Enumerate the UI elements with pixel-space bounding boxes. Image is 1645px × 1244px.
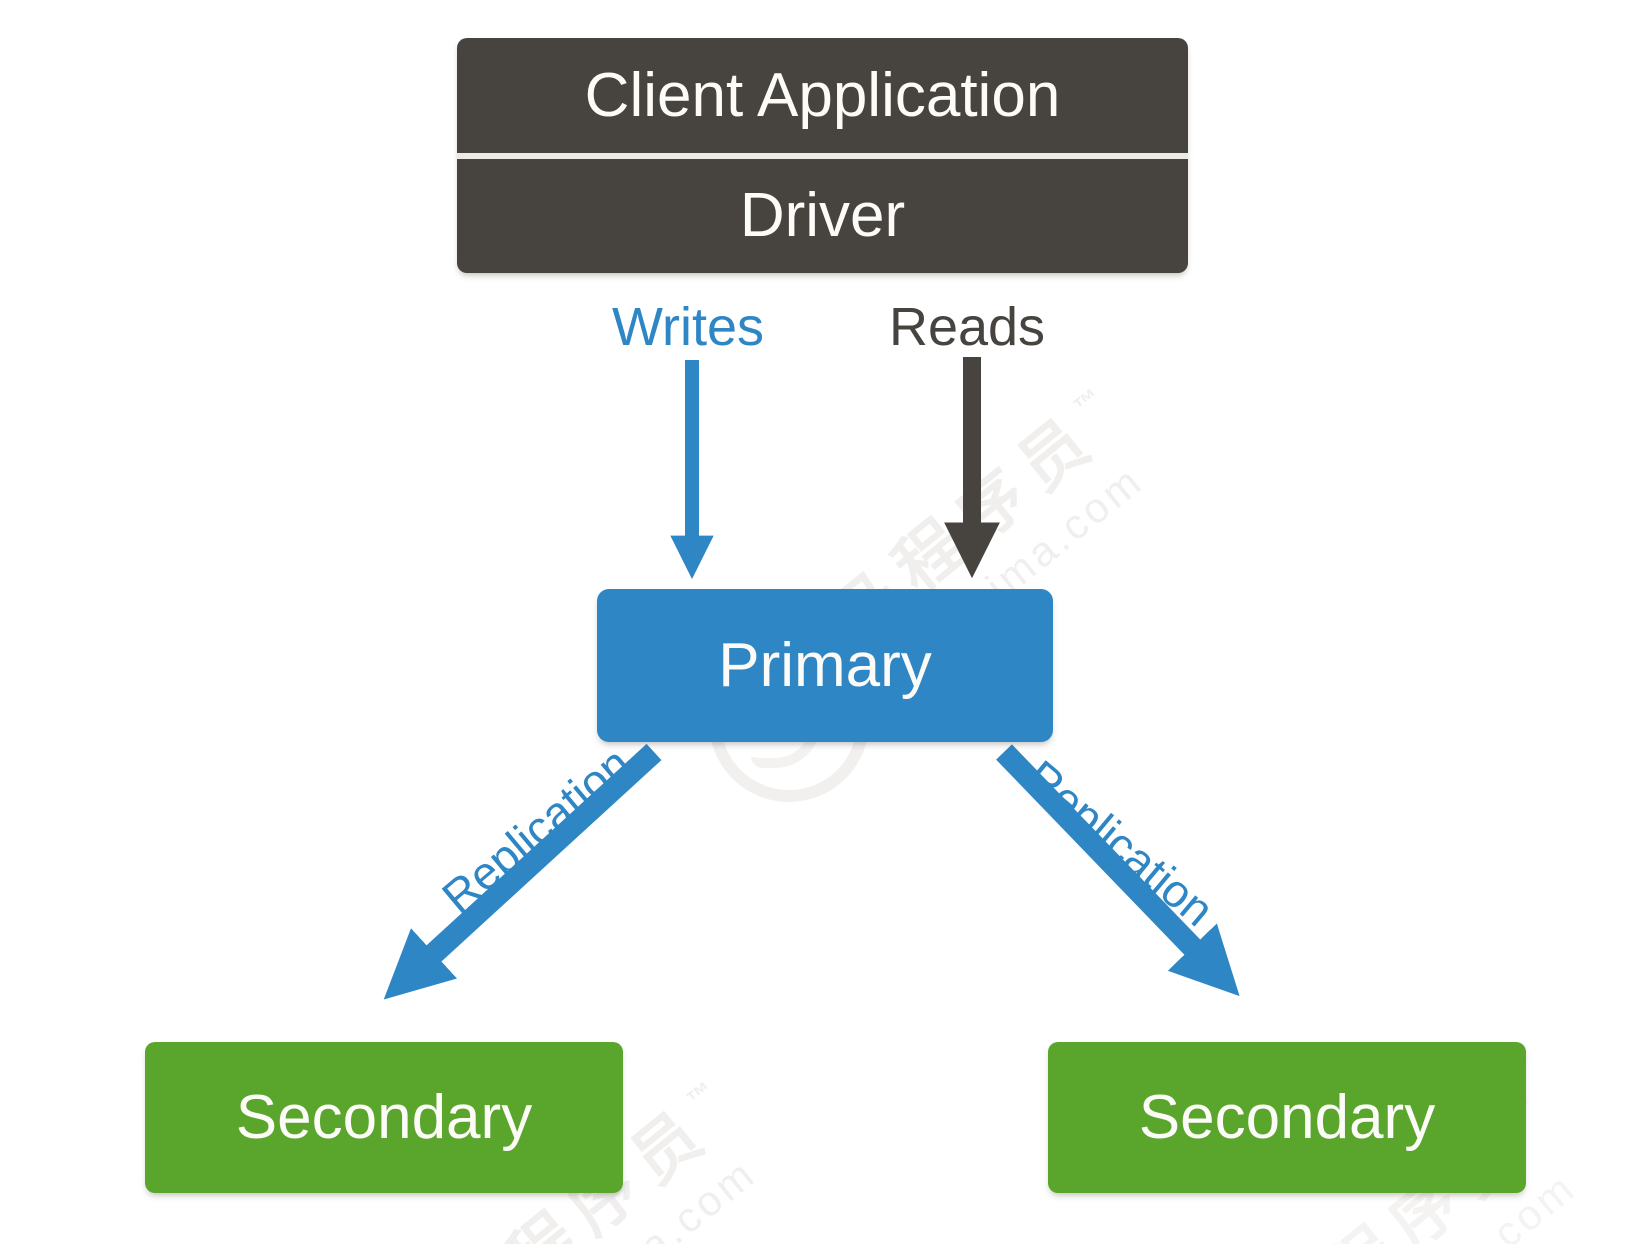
watermark-tm: ™	[1067, 381, 1107, 422]
replication-left-label: Replication	[432, 736, 640, 924]
client-application-label: Client Application	[584, 60, 1061, 130]
writes-label: Writes	[611, 297, 765, 357]
secondary-left-label: Secondary	[235, 1083, 533, 1152]
reads-label: Reads	[888, 297, 1046, 357]
primary-label: Primary	[718, 631, 932, 700]
secondary-right-label: Secondary	[1138, 1083, 1436, 1152]
node-secondary-left: Secondary	[145, 1042, 623, 1193]
node-primary: Primary	[597, 589, 1053, 742]
watermark-tm: ™	[680, 1074, 720, 1115]
driver-label: Driver	[739, 181, 906, 251]
node-secondary-right: Secondary	[1048, 1042, 1526, 1193]
replication-right-label: Replication	[1016, 749, 1224, 937]
client-driver-divider	[457, 152, 1188, 159]
node-client-application: Client Application Driver	[457, 38, 1188, 273]
